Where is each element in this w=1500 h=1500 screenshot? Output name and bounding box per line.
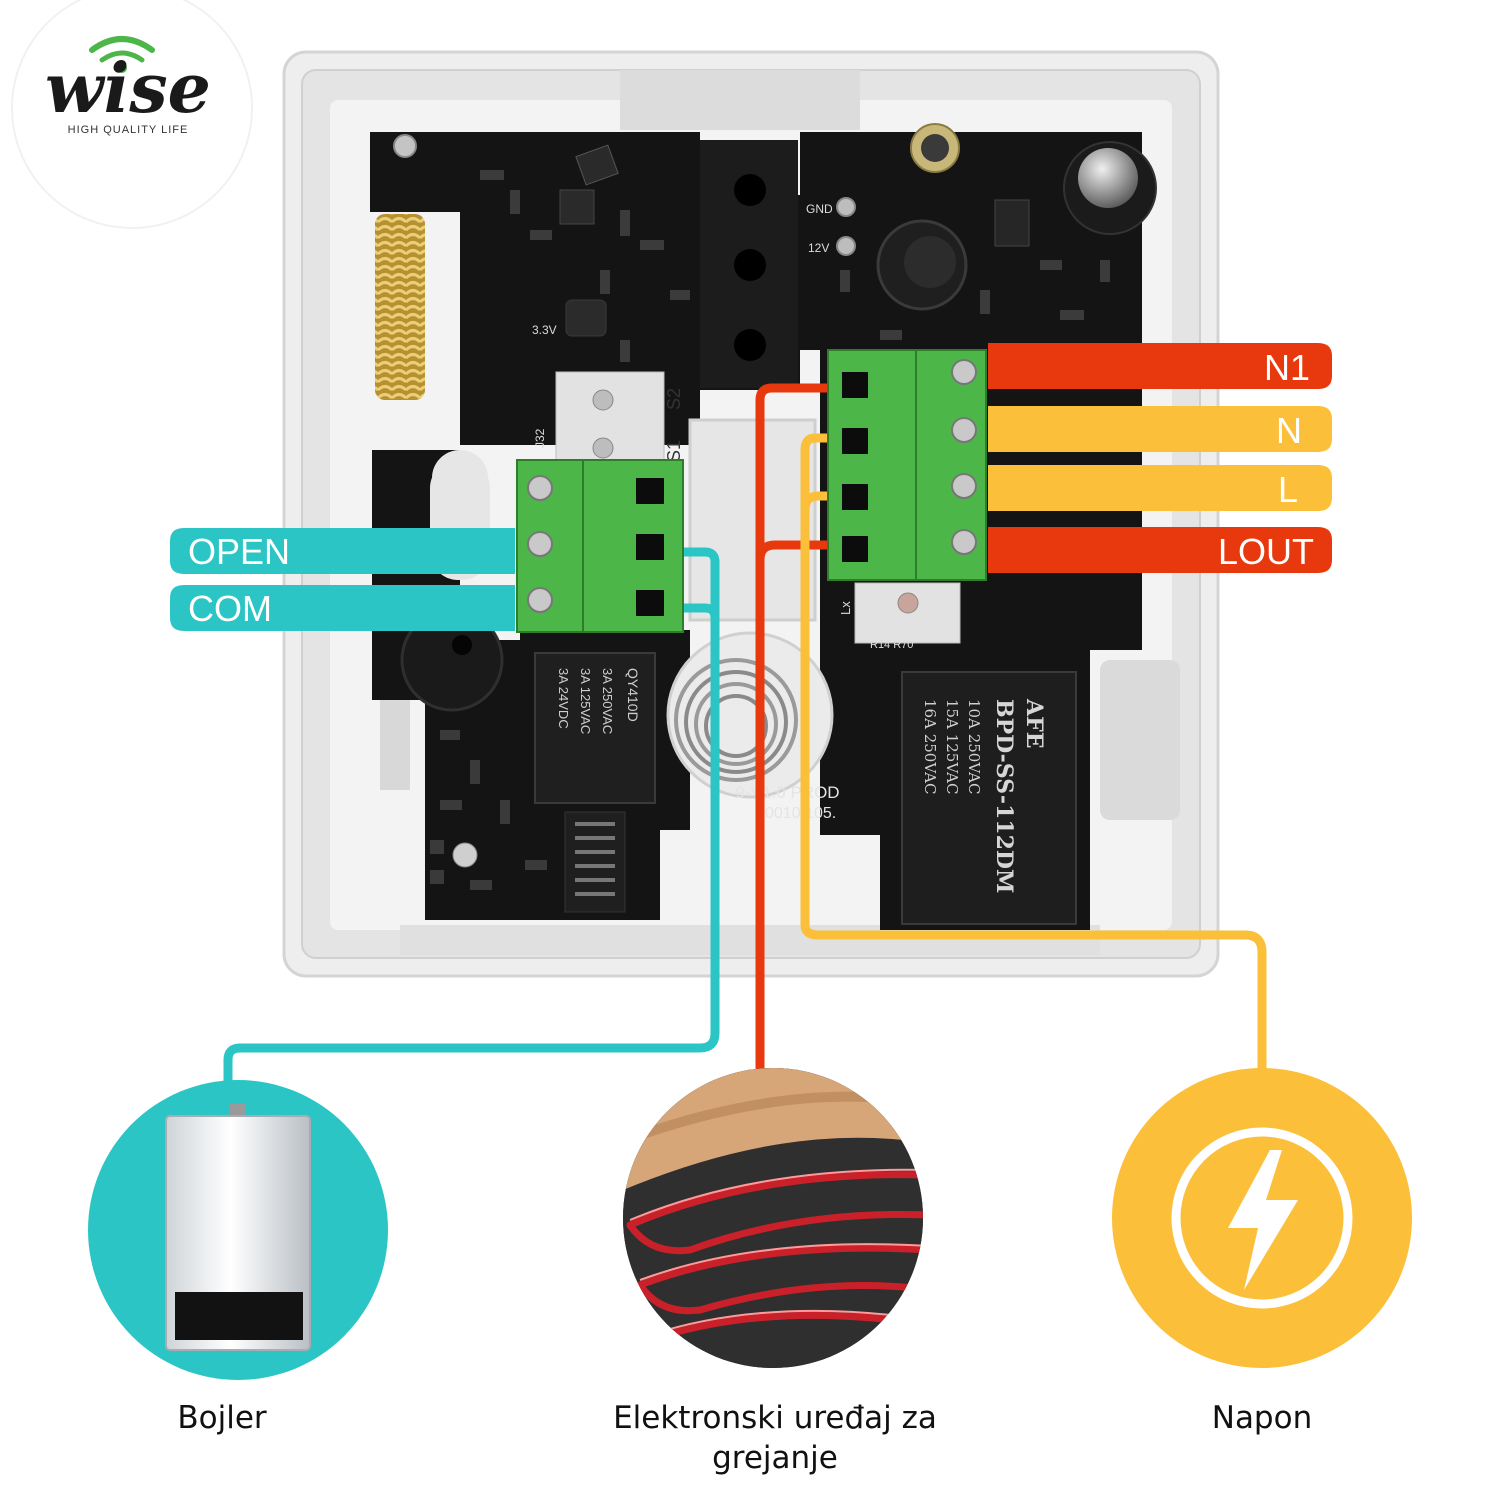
device-boiler-label: Bojler <box>177 1400 267 1436</box>
label-l-text: L <box>1278 469 1298 510</box>
label-n: N <box>988 406 1332 452</box>
pcb-j32-label: J32 <box>533 428 547 448</box>
spring-coil <box>666 631 834 799</box>
wire-yellow <box>800 433 1267 1075</box>
pcb-gnd-label: GND <box>806 202 833 216</box>
device-power <box>1112 1068 1412 1368</box>
pcb-lx-label: Lx <box>838 601 853 615</box>
pcb-12v-label: 12V <box>808 241 829 255</box>
relay-large: AFE BPD-SS-112DM 10A 250VAC 15A 125VAC 1… <box>901 671 1077 925</box>
relay-large-line2: 15A 125VAC <box>943 699 961 794</box>
device-floor-heating-label-line2: grejanje <box>712 1440 838 1476</box>
relay-small: QY410D 3A 250VAC 3A 125VAC 3A 24VDC <box>534 652 656 804</box>
right-terminal-labels: N1 N L LOUT <box>988 343 1332 573</box>
boiler-icon <box>165 1104 311 1351</box>
center-opening <box>688 418 817 622</box>
label-com-text: COM <box>188 588 272 629</box>
metal-bracket: S2 S1 <box>555 371 684 469</box>
left-terminal-labels: OPEN COM <box>170 528 515 631</box>
wire-teal <box>223 547 720 1117</box>
relay-small-line2: 3A 125VAC <box>578 668 593 734</box>
relay-small-model: QY410D <box>625 668 641 722</box>
floor-heating-icon <box>623 1068 923 1368</box>
pcb-r14-label: R14 R70 <box>870 639 913 651</box>
label-n1-text: N1 <box>1264 347 1310 388</box>
label-n-text: N <box>1276 410 1302 451</box>
device-floor-heating <box>623 1068 923 1368</box>
foam-block <box>700 140 798 388</box>
device-power-label: Napon <box>1211 1400 1313 1436</box>
relay-small-line3: 3A 24VDC <box>556 668 571 729</box>
label-com: COM <box>170 585 515 631</box>
label-open-text: OPEN <box>188 531 290 572</box>
device-floor-heating-label-line1: Elektronski uređaj za <box>613 1400 937 1436</box>
label-n1: N1 <box>988 343 1332 389</box>
lightning-icon <box>1171 1127 1353 1309</box>
relay-large-line3: 16A 250VAC <box>921 699 939 794</box>
label-lout: LOUT <box>988 527 1332 573</box>
relay-large-brand: AFE <box>1021 698 1047 748</box>
pcb-3v3-label: 3.3V <box>532 323 557 337</box>
device-boiler <box>88 1080 388 1380</box>
terminal-block-right <box>827 349 987 581</box>
relay-small-line1: 3A 250VAC <box>600 668 615 734</box>
logo-wordmark: wise <box>45 49 211 129</box>
relay-large-model: BPD-SS-112DM <box>991 699 1017 893</box>
relay-large-line1: 10A 250VAC <box>965 699 983 794</box>
terminal-block-left <box>516 459 684 633</box>
antenna-coil <box>375 214 425 400</box>
wire-red <box>755 383 867 1073</box>
label-lout-text: LOUT <box>1218 531 1314 572</box>
pcb-s1-label: S1 <box>664 440 684 462</box>
pcb-prod-label: -9-V1.0 PROD <box>730 783 840 802</box>
logo-tagline: HIGH QUALITY LIFE <box>68 124 189 136</box>
label-l: L <box>988 465 1332 511</box>
brand-logo: wise HIGH QUALITY LIFE <box>11 0 253 229</box>
pcb-s2-label: S2 <box>664 388 684 410</box>
label-open: OPEN <box>170 528 515 574</box>
